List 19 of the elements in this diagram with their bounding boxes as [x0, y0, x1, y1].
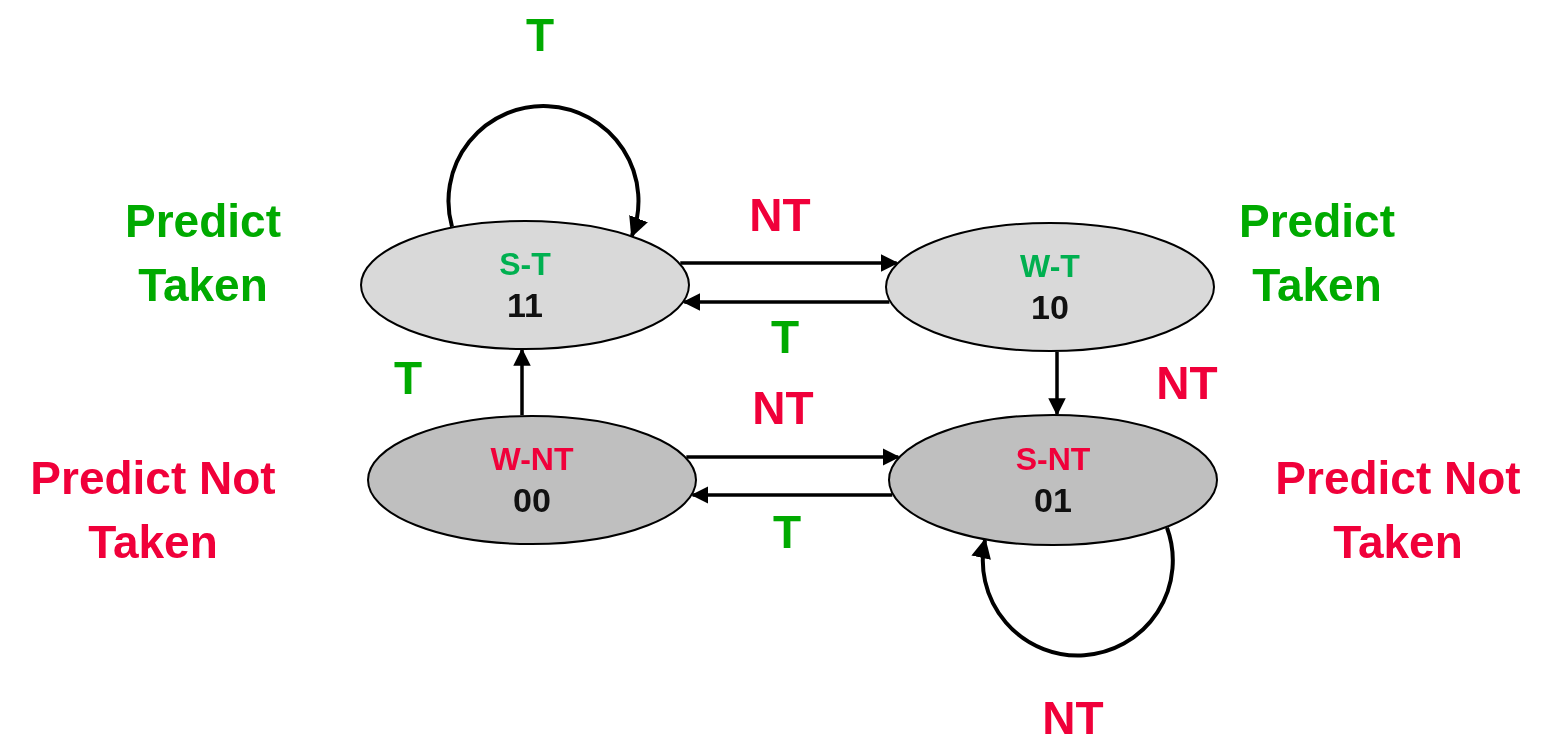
state-code: 10 [1031, 287, 1069, 328]
prediction-label: Predict Taken [124, 194, 282, 313]
state-name: W-NT [490, 440, 574, 479]
state-name: S-T [499, 245, 551, 284]
transition-arrow [1048, 351, 1066, 416]
transition-arrow [680, 254, 899, 272]
state-code: 00 [513, 480, 551, 521]
self-loop-arrow [446, 104, 647, 238]
state-code: 01 [1034, 480, 1072, 521]
transition-arrow [513, 348, 531, 416]
prediction-label: Predict Taken [1238, 194, 1396, 313]
transition-arrow [690, 486, 893, 504]
transition-arrow [682, 293, 890, 311]
state-name: S-NT [1015, 440, 1091, 479]
self-loop-arrow [972, 527, 1175, 658]
state-code: 11 [507, 285, 543, 326]
prediction-label: Predict Not Taken [1274, 451, 1522, 570]
state-name: W-T [1020, 247, 1080, 286]
prediction-label: Predict Not Taken [29, 451, 277, 570]
